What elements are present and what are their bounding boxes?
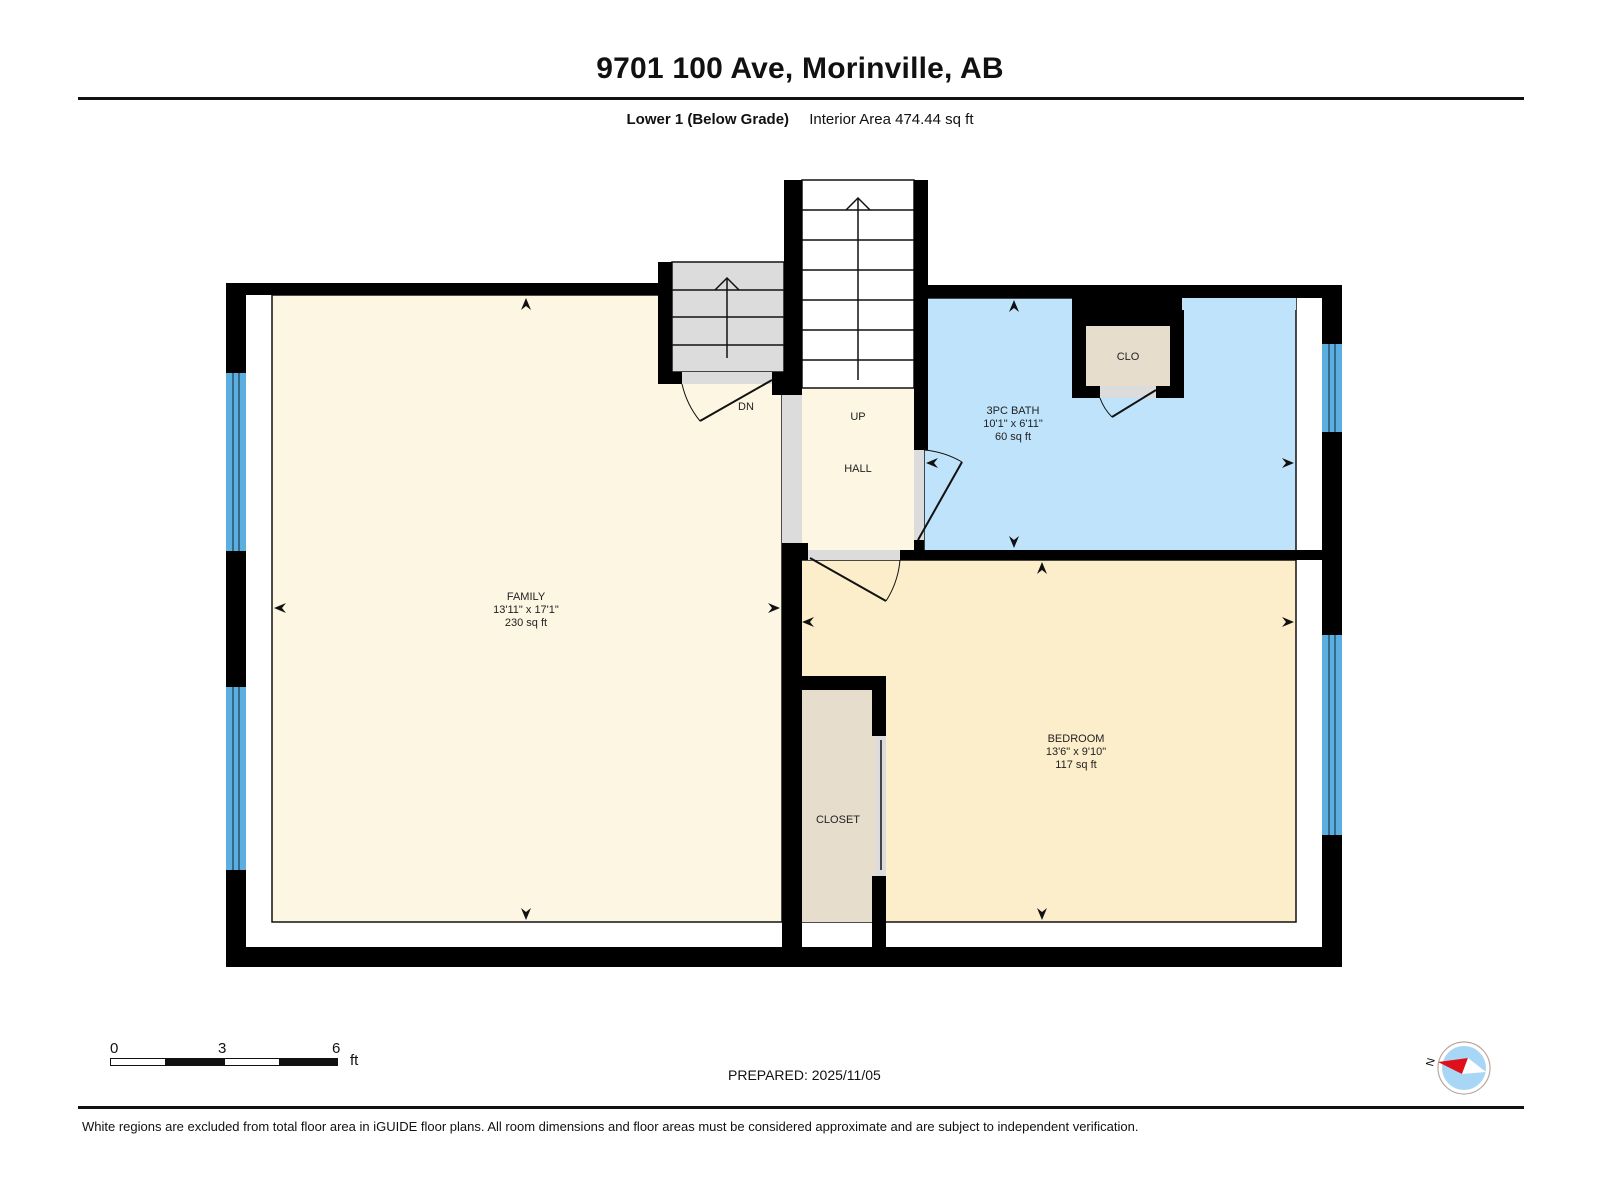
prepared-date: PREPARED: 2025/11/05 bbox=[728, 1067, 881, 1083]
room-family bbox=[271, 294, 783, 923]
scale-tick-6: 6 bbox=[332, 1040, 341, 1057]
interior-area: Interior Area 474.44 sq ft bbox=[809, 111, 974, 128]
scale-bar: 0 3 6 ft bbox=[110, 1040, 358, 1080]
windows bbox=[226, 344, 1342, 870]
compass-icon: N bbox=[1424, 1041, 1491, 1095]
label-clo: CLO bbox=[1117, 351, 1140, 363]
label-up: UP bbox=[850, 411, 865, 423]
room-clo bbox=[1086, 326, 1170, 386]
dimension-arrows bbox=[274, 298, 1294, 920]
scale-unit: ft bbox=[350, 1052, 359, 1069]
door-swings bbox=[681, 379, 1157, 870]
disclaimer-text: White regions are excluded from total fl… bbox=[82, 1119, 1139, 1134]
room-hall bbox=[802, 388, 914, 551]
footer-divider bbox=[78, 1106, 1524, 1109]
room-closet bbox=[800, 688, 876, 922]
label-closet: CLOSET bbox=[816, 814, 860, 826]
floor-subtitle: Lower 1 (Below Grade) Interior Area 474.… bbox=[0, 111, 1600, 128]
floor-level: Lower 1 (Below Grade) bbox=[626, 111, 790, 128]
title-divider bbox=[78, 97, 1524, 100]
page-title: 9701 100 Ave, Morinville, AB bbox=[596, 52, 1004, 85]
label-dn: DN bbox=[738, 401, 754, 413]
scale-tick-3: 3 bbox=[218, 1040, 227, 1057]
svg-text:N: N bbox=[1424, 1057, 1438, 1068]
label-hall: HALL bbox=[844, 463, 872, 475]
scale-tick-0: 0 bbox=[110, 1040, 119, 1057]
